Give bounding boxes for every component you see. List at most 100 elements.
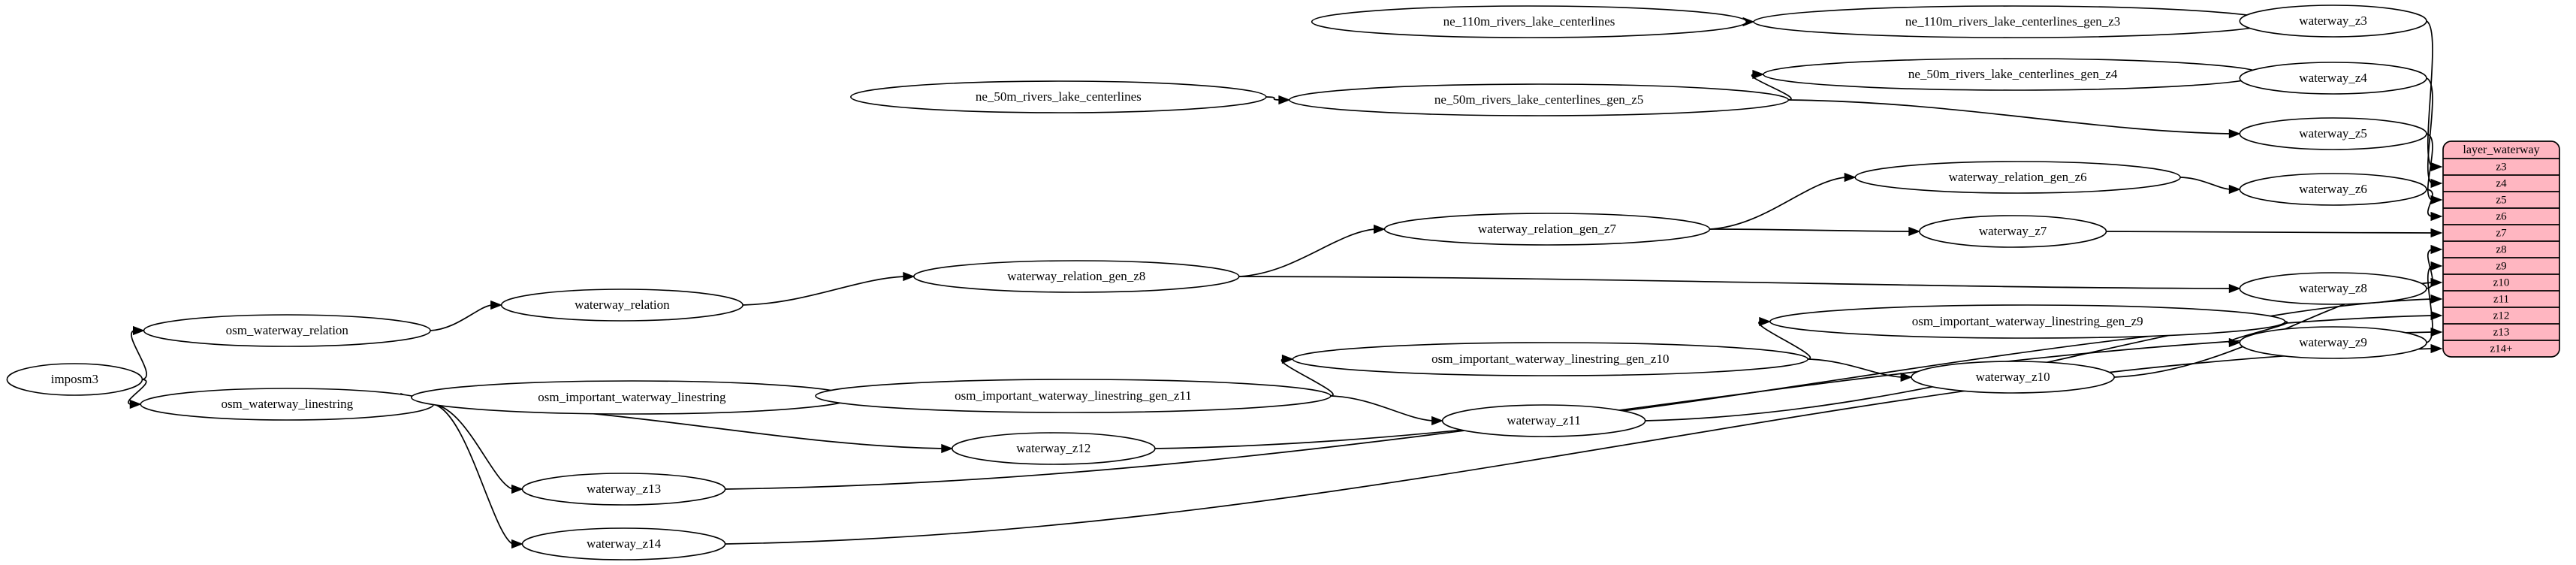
node-osm_important_waterway_linestring_gen_z11[interactable]: osm_important_waterway_linestring_gen_z1… [815,379,1332,413]
edge-waterway_z12-to-layer-waterway-z12 [1154,315,2433,449]
arrow-head [2430,244,2443,255]
layer-table-row-label-z12: z12 [2493,310,2510,322]
node-waterway_relation_gen_z8[interactable]: waterway_relation_gen_z8 [913,260,1240,293]
layer-table-row-z3[interactable]: z3 [2443,161,2559,176]
edge-imposm3-to-osm-waterway-relation [131,330,147,380]
edge-osm_important_waterway_linestring_gen_z11-to-waterway-z11 [1330,395,1433,421]
node-waterway_z13[interactable]: waterway_z13 [521,473,726,506]
node-shape-ne_50m_rivers_lake_centerlines_gen_z5 [1289,83,1790,116]
node-waterway_relation_gen_z7[interactable]: waterway_relation_gen_z7 [1383,213,1711,246]
edge-osm_waterway_linestring-to-waterway-z14 [433,403,513,545]
node-waterway_z9[interactable]: waterway_z9 [2239,326,2427,359]
node-shape-waterway_z5 [2239,117,2427,150]
node-shape-waterway_z13 [521,473,726,506]
layer-table-row-z13[interactable]: z13 [2443,326,2559,341]
edge-osm_waterway_relation-to-waterway-relation [430,304,492,331]
layer-table-row-z4[interactable]: z4 [2443,177,2559,192]
node-shape-waterway_z10 [1911,361,2115,394]
edge-waterway_z7-to-layer-waterway-z7 [2106,231,2433,234]
arrow-head [511,484,523,494]
node-waterway_z5[interactable]: waterway_z5 [2239,117,2427,150]
layer-table-row-z6[interactable]: z6 [2443,210,2559,225]
node-ne_50m_rivers_lake_centerlines_gen_z5[interactable]: ne_50m_rivers_lake_centerlines_gen_z5 [1289,83,1790,116]
layer-table-row-z9[interactable]: z9 [2443,260,2559,275]
node-waterway_z14[interactable]: waterway_z14 [521,527,726,560]
node-shape-waterway_relation_gen_z7 [1383,213,1711,246]
node-waterway_z10[interactable]: waterway_z10 [1911,361,2115,394]
layer-table-row-z11[interactable]: z11 [2443,293,2559,308]
layer-table-row-z8[interactable]: z8 [2443,243,2559,258]
node-label-waterway_z11: waterway_z11 [1507,413,1581,428]
node-waterway_relation_gen_z6[interactable]: waterway_relation_gen_z6 [1854,161,2181,194]
node-waterway_z7[interactable]: waterway_z7 [1919,215,2107,248]
layer-table-row-label-z5: z5 [2496,194,2506,206]
edge-waterway_relation_gen_z6-to-waterway-z6 [2180,177,2231,190]
layer-table-row-z10[interactable]: z10 [2443,276,2559,292]
edge-ne_50m_rivers_lake_centerlines-to-ne-50m-rivers-lake-centerlines-gen-z5 [1265,96,1280,101]
layer-table-row-z5[interactable]: z5 [2443,194,2559,209]
arrow-head [2430,294,2443,304]
edge-waterway_z6-to-layer-waterway-z6 [2426,189,2433,217]
edge-waterway_relation-to-waterway-relation-gen-z8 [743,276,904,306]
node-label-waterway_z5: waterway_z5 [2299,126,2367,140]
edge-osm_waterway_linestring-to-waterway-z13 [433,403,513,490]
edges-layer [128,16,2443,549]
edge-osm_important_waterway_linestring_gen_z10-to-waterway-z10 [1808,358,1902,378]
layer-table-row-z7[interactable]: z7 [2443,227,2559,242]
layer-table-body [2442,140,2560,358]
node-ne_110m_rivers_lake_centerlines_gen_z3[interactable]: ne_110m_rivers_lake_centerlines_gen_z3 [1753,5,2273,38]
arrow-head [2228,128,2241,139]
node-osm_waterway_linestring[interactable]: osm_waterway_linestring [140,388,435,421]
arrow-head [2430,178,2443,189]
arrow-head [2430,327,2443,337]
edge-waterway_relation_gen_z8-to-waterway-z8 [1238,276,2231,289]
node-waterway_z6[interactable]: waterway_z6 [2239,173,2427,206]
node-waterway_z11[interactable]: waterway_z11 [1441,404,1646,437]
node-label-waterway_z4: waterway_z4 [2299,71,2367,85]
node-shape-waterway_z4 [2239,62,2427,95]
arrow-head [903,271,915,282]
node-shape-imposm3 [6,363,143,396]
edge-imposm3-to-osm-waterway-linestring [128,379,147,405]
edge-waterway_z14-to-layer-waterway-z14- [725,348,2433,545]
layer-table-row-label-z7: z7 [2496,227,2507,239]
node-label-waterway_z13: waterway_z13 [587,482,661,496]
layer-table-row-z12[interactable]: z12 [2443,310,2559,325]
node-osm_important_waterway_linestring_gen_z10[interactable]: osm_important_waterway_linestring_gen_z1… [1292,342,1809,376]
layer-table-row-label-z8: z8 [2496,243,2506,255]
node-osm_important_waterway_linestring[interactable]: osm_important_waterway_linestring [410,380,853,415]
layer-table-row-z14p[interactable]: z14+ [2490,343,2512,355]
node-shape-waterway_relation_gen_z8 [913,260,1240,293]
node-label-waterway_z14: waterway_z14 [587,536,662,551]
edge-waterway_z5-to-layer-waterway-z5 [2426,133,2433,201]
node-osm_waterway_relation[interactable]: osm_waterway_relation [143,314,431,347]
arrow-head [1900,372,1913,382]
node-waterway_z4[interactable]: waterway_z4 [2239,62,2427,95]
node-label-waterway_z3: waterway_z3 [2299,14,2367,28]
node-shape-waterway_z6 [2239,173,2427,206]
node-shape-waterway_relation [500,289,744,322]
layer-table-row-label-z14p: z14+ [2490,343,2512,355]
node-label-waterway_z9: waterway_z9 [2299,335,2367,349]
node-shape-waterway_z3 [2239,5,2427,38]
node-label-osm_waterway_linestring: osm_waterway_linestring [221,397,353,411]
node-imposm3[interactable]: imposm3 [6,363,143,396]
node-ne_50m_rivers_lake_centerlines_gen_z4[interactable]: ne_50m_rivers_lake_centerlines_gen_z4 [1763,58,2264,91]
arrow-head [2228,283,2241,294]
node-shape-waterway_relation_gen_z6 [1854,161,2181,194]
arrow-head [941,443,954,454]
node-waterway_z3[interactable]: waterway_z3 [2239,5,2427,38]
layer-table-row-label-z11: z11 [2493,293,2509,305]
node-waterway_z8[interactable]: waterway_z8 [2239,272,2427,305]
node-shape-waterway_z11 [1441,404,1646,437]
node-waterway_z12[interactable]: waterway_z12 [951,432,1156,465]
node-waterway_relation[interactable]: waterway_relation [500,289,744,322]
node-osm_important_waterway_linestring_gen_z9[interactable]: osm_important_waterway_linestring_gen_z9 [1769,304,2286,339]
node-shape-osm_important_waterway_linestring_gen_z9 [1769,304,2286,339]
node-ne_50m_rivers_lake_centerlines[interactable]: ne_50m_rivers_lake_centerlines [850,80,1267,113]
node-shape-waterway_z9 [2239,326,2427,359]
arrow-head [133,325,145,336]
node-ne_110m_rivers_lake_centerlines[interactable]: ne_110m_rivers_lake_centerlines [1311,5,1748,38]
